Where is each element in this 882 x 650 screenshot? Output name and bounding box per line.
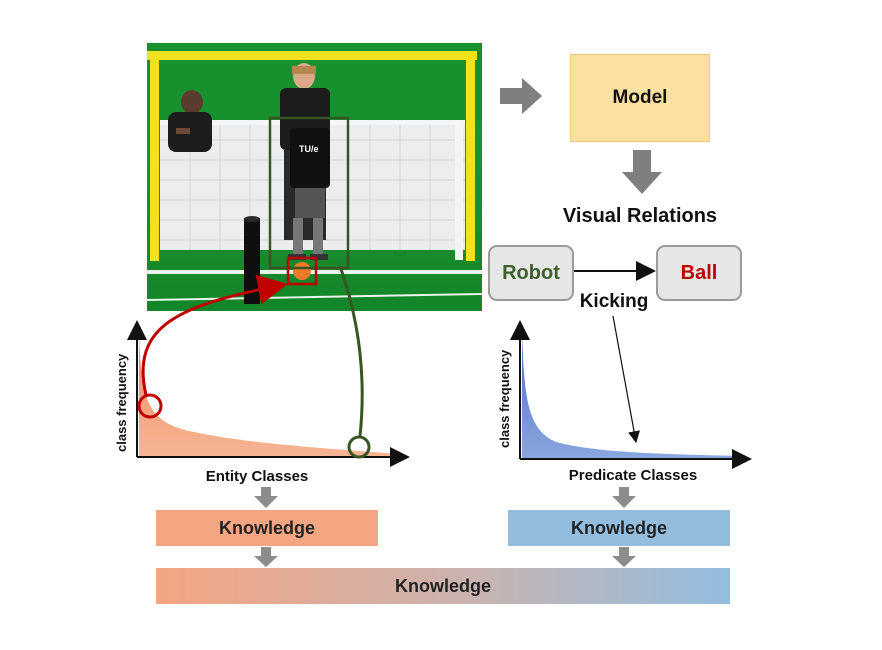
shirt-text: TU/e [299, 144, 319, 154]
soccer-photo: TU/e [146, 43, 483, 311]
entity-knowledge-label: Knowledge [218, 517, 315, 538]
ball-to-head-connector [141, 274, 288, 396]
object-node: Ball [656, 245, 742, 301]
ball-bounding-box [286, 256, 318, 286]
arrow-left-knowledge-down [254, 547, 278, 567]
predicate-knowledge-label: Knowledge [570, 517, 667, 538]
predicate-x-label: Predicate Classes [569, 467, 697, 484]
subject-node: Robot [488, 245, 574, 301]
robot-to-tail-connector [338, 265, 364, 437]
object-label: Ball [680, 261, 718, 284]
predicate-label: Kicking [580, 291, 649, 312]
entity-frequency-chart: class frequency Entity Classes [114, 320, 410, 485]
predicate-distribution-area [522, 330, 745, 458]
arrow-right-knowledge-down [612, 547, 636, 567]
visual-relations-label: Visual Relations [563, 205, 717, 227]
predicate-frequency-chart: class frequency Predicate Classes [497, 320, 752, 484]
entity-distribution-area [139, 332, 402, 456]
combined-knowledge-label: Knowledge [394, 575, 491, 596]
ball-class-marker [137, 393, 163, 419]
predicate-pointer-arrow [612, 315, 640, 444]
entity-knowledge-box: Knowledge [156, 510, 378, 546]
subject-label: Robot [502, 261, 560, 284]
arrow-model-to-relations [622, 150, 662, 194]
combined-knowledge-box: Knowledge [156, 568, 730, 604]
robot-bounding-box [268, 116, 350, 270]
entity-y-label: class frequency [114, 353, 129, 452]
entity-x-label: Entity Classes [206, 468, 309, 485]
predicate-y-label: class frequency [497, 349, 512, 448]
arrow-entity-to-knowledge [254, 487, 278, 508]
arrow-photo-to-model [500, 78, 542, 114]
model-box: Model [570, 54, 710, 142]
robot-class-marker [347, 435, 371, 459]
predicate-knowledge-box: Knowledge [508, 510, 730, 546]
arrow-predicate-to-knowledge [612, 487, 636, 508]
model-label: Model [612, 87, 668, 108]
